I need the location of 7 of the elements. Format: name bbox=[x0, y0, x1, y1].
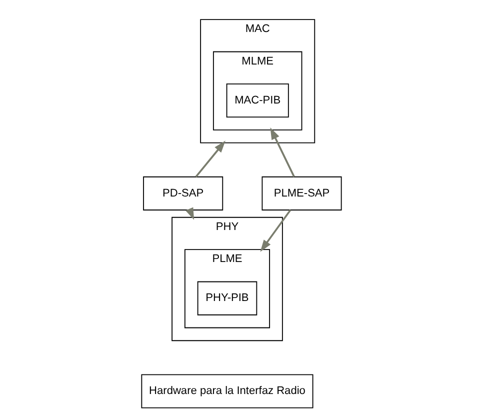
node-box: PHY-PIB bbox=[196, 281, 257, 316]
arrow bbox=[184, 207, 194, 220]
node-box: Hardware para la Interfaz Radio bbox=[140, 374, 313, 408]
arrow bbox=[270, 127, 294, 178]
node-box: MAC-PIB bbox=[226, 84, 288, 118]
arrow bbox=[194, 140, 225, 178]
node-box: PLME-SAP bbox=[261, 176, 342, 210]
